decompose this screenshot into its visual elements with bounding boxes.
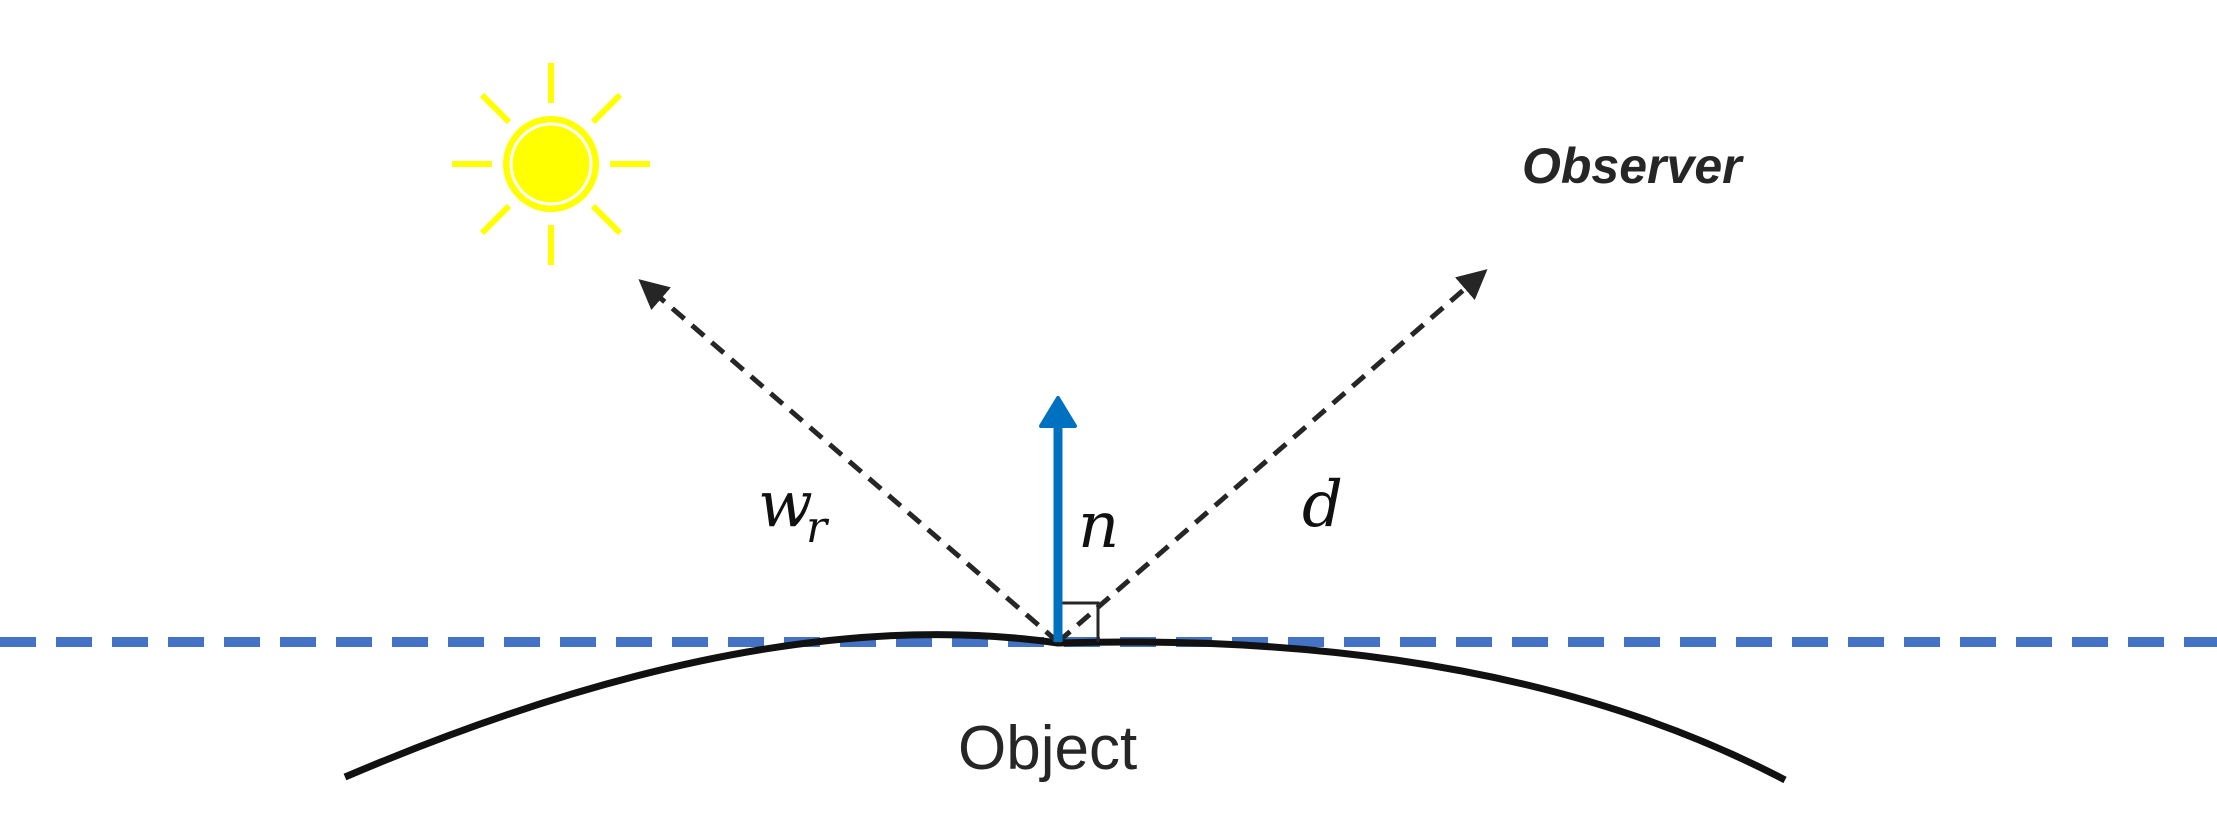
object-surface [343,631,1787,784]
reflection-ray [638,279,1060,644]
normal-label: n [1078,489,1119,563]
object-label: Object [958,714,1137,783]
reflection-label-subscript: r [806,502,830,553]
sun-icon [452,63,650,265]
observer-label: Observer [1522,138,1744,194]
direction-label: d [1302,468,1343,542]
normal-arrow [1039,396,1077,642]
view-direction-ray [1056,269,1488,644]
right-angle-marker [1058,601,1100,642]
reflection-label: w [758,468,813,542]
